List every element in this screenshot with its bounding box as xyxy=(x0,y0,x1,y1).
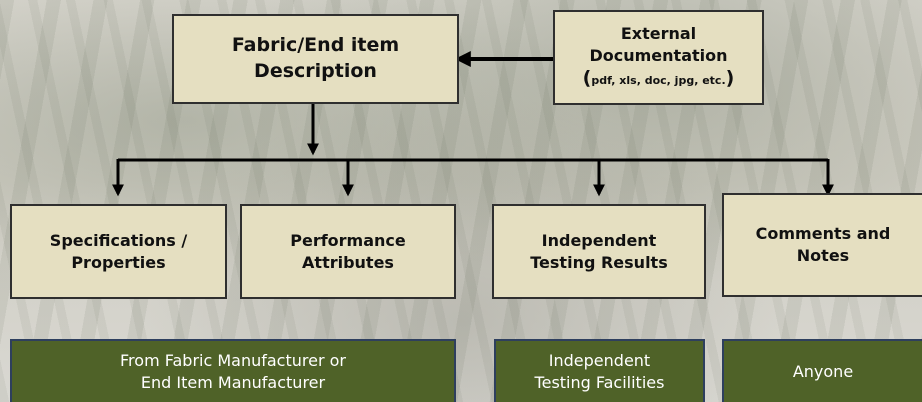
source-box-anyone: Anyone xyxy=(722,339,922,402)
category-box-performance: Performance Attributes xyxy=(240,204,456,299)
external-documentation-file-types-line: (pdf, xls, doc, jpg, etc.) xyxy=(583,66,735,92)
external-documentation-box: External Documentation (pdf, xls, doc, j… xyxy=(553,10,764,105)
category-box-comments: Comments and Notes xyxy=(722,193,922,297)
external-documentation-file-types: pdf, xls, doc, jpg, etc. xyxy=(591,74,726,88)
paren-open: ( xyxy=(582,67,592,90)
category-box-specifications: Specifications / Properties xyxy=(10,204,227,299)
paren-close: ) xyxy=(725,67,735,90)
category-box-testing-results: Independent Testing Results xyxy=(492,204,706,299)
source-box-manufacturer: From Fabric Manufacturer or End Item Man… xyxy=(10,339,456,402)
source-box-testing-facilities: Independent Testing Facilities xyxy=(494,339,705,402)
external-documentation-title: External Documentation xyxy=(589,24,728,65)
main-box: Fabric/End item Description xyxy=(172,14,459,104)
